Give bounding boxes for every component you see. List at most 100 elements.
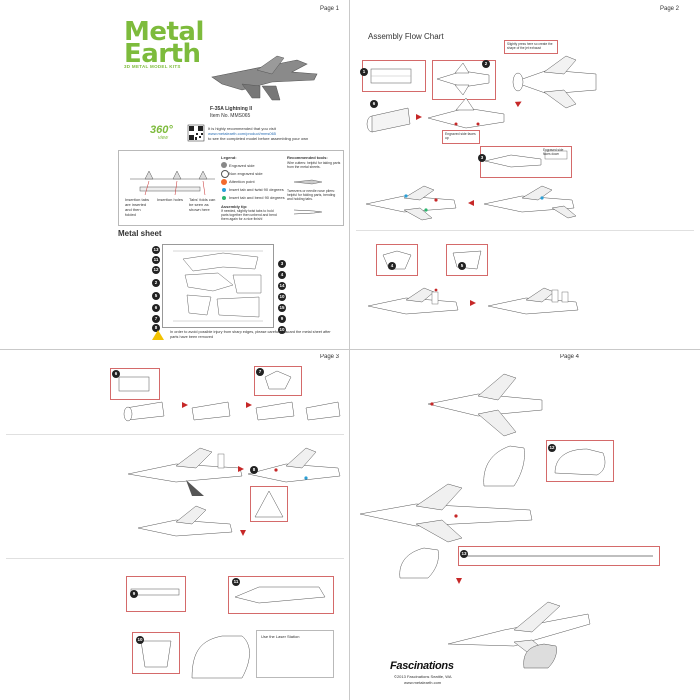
step-3-jet-left <box>365 185 457 221</box>
step-11-badge: 11 <box>232 578 240 586</box>
step-3-part <box>484 150 568 168</box>
note-top-text: Slightly press here so create the shape … <box>507 42 553 50</box>
step-2-badge: 2 <box>482 60 490 68</box>
view-360-badge[interactable]: 360° view <box>148 124 184 142</box>
flow-arrow <box>246 402 252 408</box>
stand-assembled <box>399 547 439 579</box>
page-1: Page 1 Metal Earth 3D METAL MODEL KITS F… <box>6 4 344 342</box>
step-8-jet-left <box>127 447 243 496</box>
sheet-part-7: 7 <box>152 315 160 323</box>
sheet-part-9: 9 <box>278 315 286 323</box>
step-6-badge: 6 <box>112 370 120 378</box>
step-10-box <box>132 632 180 674</box>
flow-arrow <box>240 530 246 536</box>
step-12-part <box>554 448 606 476</box>
stand-part <box>483 445 525 487</box>
step-13-part <box>465 555 653 557</box>
view-360-label: 360° <box>150 124 173 136</box>
step-8-jet-right <box>247 447 341 483</box>
sheet-part-5: 5 <box>152 292 160 300</box>
qr-code-icon[interactable] <box>187 124 205 142</box>
page-number: Page 3 <box>320 354 340 360</box>
tab-label-3: Tabs' folds can be seen as shown here <box>189 197 216 212</box>
footer-brand: Fascinations <box>390 660 454 672</box>
step-7-badge: 7 <box>256 368 264 376</box>
step-7-part <box>264 370 292 390</box>
assembly-tip-title: Assembly tip: <box>221 204 248 209</box>
attention-icon <box>221 179 227 185</box>
flow-chart-title: Assembly Flow Chart <box>368 32 444 41</box>
page-4: Page 4 12 13 Fascinations ©2013 Fascina <box>356 354 694 692</box>
tab-diagram <box>130 170 215 196</box>
step-12-box <box>546 440 614 482</box>
step-8-box <box>250 486 288 522</box>
page-divider-horizontal <box>0 349 700 350</box>
step-1-badge: 1 <box>360 68 368 76</box>
view-360-sub: view <box>158 135 169 141</box>
step-5-jet-right <box>487 287 579 315</box>
sheet-part-10a: 10 <box>278 293 286 301</box>
step-3-box: Engraved side faces down <box>480 146 572 178</box>
step-11-box <box>228 576 334 614</box>
page-number: Page 1 <box>320 6 340 12</box>
step-1-part <box>370 68 412 84</box>
tools-text-2: Tweezers or needle nose pliers: helpful … <box>287 189 336 201</box>
step-2-part <box>436 62 490 96</box>
step-11-part <box>234 586 326 604</box>
model-preview-image <box>211 55 318 101</box>
sheet-part-12: 12 <box>152 266 160 274</box>
sheet-part-2: 2 <box>152 279 160 287</box>
assembly-tip-text: If needed, slightly twist tabs to hold p… <box>221 209 277 221</box>
twist-tab-icon <box>222 188 226 192</box>
legend-box: Insertion tabs are inserted and then fol… <box>118 150 344 226</box>
step-1-box <box>362 60 426 92</box>
stand-assembly <box>191 635 250 679</box>
qr-text-1: It is highly recommended that you visit <box>208 126 276 131</box>
wire-cutter-icon <box>293 179 323 185</box>
section-divider <box>6 434 344 435</box>
non-engraved-icon <box>221 170 229 178</box>
step-5-badge: 5 <box>458 262 466 270</box>
page-number: Page 2 <box>660 6 680 12</box>
step-6-box <box>110 368 160 400</box>
flow-arrow <box>468 200 474 206</box>
step-10-badge: 10 <box>136 636 144 644</box>
metal-sheet-title: Metal sheet <box>118 229 162 238</box>
step-5-part <box>452 250 482 270</box>
footer-copyright: ©2013 Fascinations Seattle, WA <box>394 674 452 679</box>
stand-note-text: Use the Laser Station <box>261 634 300 639</box>
sheet-part-11: 11 <box>152 256 160 264</box>
note-top: Slightly press here so create the shape … <box>504 40 558 54</box>
stand-note-box: Use the Laser Station <box>256 630 334 678</box>
step-10-part <box>140 640 172 668</box>
legend-item-5: Insert tab and bend 90 degrees <box>229 195 285 200</box>
brand-logo-line1: Metal <box>124 17 204 47</box>
note-engraved: Engraved side faces up <box>442 130 480 144</box>
footer-url[interactable]: www.metalearth.com <box>404 680 442 685</box>
flow-arrow <box>470 300 476 306</box>
step-3-jet-right <box>483 185 577 219</box>
bend-tab-icon <box>222 196 226 200</box>
step-6-sequence <box>123 401 341 422</box>
sheet-part-14: 14 <box>278 282 286 290</box>
flow-arrow <box>456 578 462 584</box>
step-5-box <box>446 244 488 276</box>
warning-icon <box>152 330 164 340</box>
sheet-part-6: 6 <box>152 304 160 312</box>
step-13-box <box>458 546 660 566</box>
qr-text-url[interactable]: www.metalearth.com/product/mms065 <box>208 131 277 136</box>
legend-item-2: Non engraved side <box>229 171 263 176</box>
flow-arrow <box>416 114 422 120</box>
final-model <box>447 601 591 669</box>
legend-item-4: Insert tab and twist 90 degrees <box>229 187 284 192</box>
step-4-part <box>382 250 412 270</box>
tools-text-1: Wire cutters: helpful for taking parts f… <box>287 161 341 169</box>
tools-title: Recommended tools: <box>287 155 328 160</box>
step-8-badge: 8 <box>250 466 258 474</box>
step-13-jet <box>359 483 533 543</box>
engraved-icon <box>221 162 227 168</box>
step-9-badge: 9 <box>130 590 138 598</box>
step-12-jet-top <box>427 373 543 437</box>
page-divider-vertical <box>349 0 350 700</box>
step-9-box <box>126 576 186 612</box>
